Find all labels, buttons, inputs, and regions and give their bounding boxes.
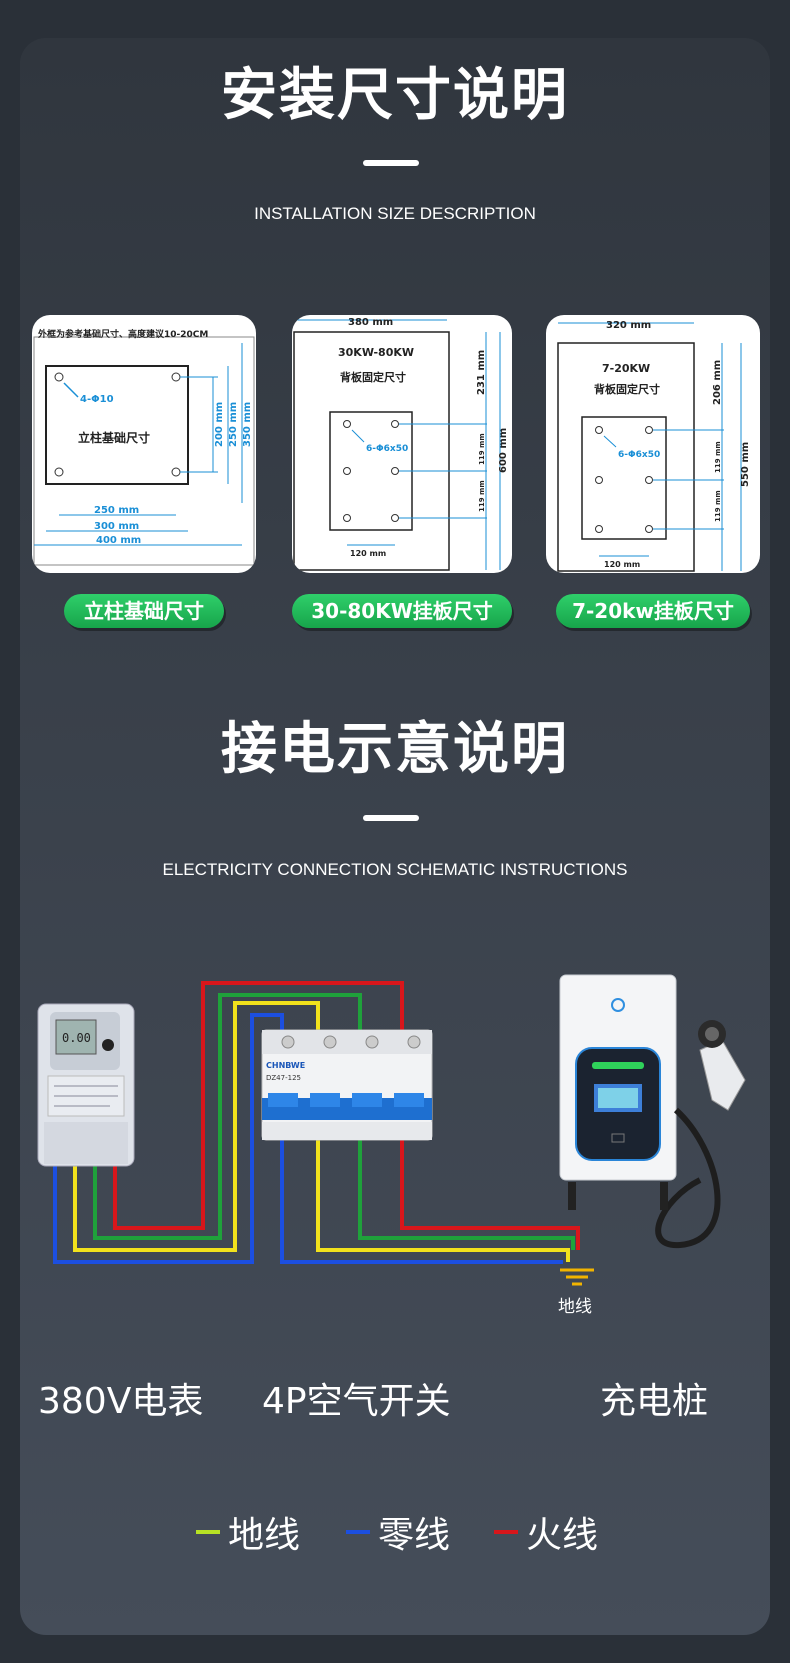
section-subtitle-wiring: ELECTRICITY CONNECTION SCHEMATIC INSTRUC… bbox=[162, 860, 628, 879]
panel1-dim-350: 350 mm bbox=[242, 402, 253, 447]
panel3-line2: 背板固定尺寸 bbox=[594, 382, 660, 396]
panel3-line1: 7-20KW bbox=[602, 362, 650, 375]
legend-live-label: 火线 bbox=[526, 1515, 599, 1556]
panel2-dim-119b: 119 mm bbox=[478, 480, 486, 512]
foundation-outline bbox=[45, 365, 189, 485]
label-charger: 充电桩 bbox=[600, 1381, 709, 1422]
panel-backplate-7-20kw: 320 mm 7-20KW 背板固定尺寸 6-Φ6x50 206 mm 119 … bbox=[546, 315, 760, 573]
caption-7-20kw: 7-20kw挂板尺寸 bbox=[556, 594, 750, 628]
caption-foundation: 立柱基础尺寸 bbox=[64, 594, 224, 628]
live-wire-red bbox=[113, 981, 580, 1250]
legend-neutral-label: 零线 bbox=[378, 1515, 451, 1556]
panel1-hole-spec: 4-Φ10 bbox=[80, 394, 114, 405]
panel3-dim-119a: 119 mm bbox=[714, 441, 722, 473]
panel3-hole-spec: 6-Φ6x50 bbox=[618, 450, 660, 460]
panel3-dim-119b: 119 mm bbox=[714, 490, 722, 522]
electric-meter-icon: 0.00 bbox=[37, 1003, 135, 1167]
ground-symbol-icon bbox=[560, 1268, 594, 1286]
panel3-dim-206: 206 mm bbox=[712, 360, 723, 405]
meter-display: 0.00 bbox=[62, 1031, 91, 1045]
panel2-dim-231: 231 mm bbox=[476, 350, 487, 395]
charging-pile-icon bbox=[559, 974, 746, 1249]
panel1-dim-400: 400 mm bbox=[96, 535, 141, 546]
title-divider bbox=[363, 160, 419, 166]
panel2-dim-600: 600 mm bbox=[498, 428, 509, 473]
air-switch-4p-icon: CHNBWE DZ47-125 bbox=[261, 1029, 433, 1141]
legend-ground-swatch bbox=[196, 1530, 220, 1534]
panel1-dim-250h: 250 mm bbox=[94, 505, 139, 516]
section-subtitle-installation: INSTALLATION SIZE DESCRIPTION bbox=[254, 204, 536, 223]
section-title-wiring: 接电示意说明 bbox=[221, 717, 569, 782]
panel1-dim-300: 300 mm bbox=[94, 521, 139, 532]
neutral-wire-blue bbox=[53, 1013, 563, 1264]
panel2-line2: 背板固定尺寸 bbox=[340, 370, 406, 384]
breaker-model: DZ47-125 bbox=[266, 1074, 301, 1082]
legend-live-swatch bbox=[494, 1530, 518, 1534]
panel2-width: 380 mm bbox=[348, 317, 393, 328]
breaker-brand: CHNBWE bbox=[266, 1061, 305, 1070]
panel2-line1: 30KW-80KW bbox=[338, 346, 414, 359]
label-breaker: 4P空气开关 bbox=[262, 1381, 451, 1422]
legend-neutral: 零线 bbox=[346, 1506, 450, 1558]
legend-live: 火线 bbox=[494, 1506, 598, 1558]
panel3-dim-120: 120 mm bbox=[604, 560, 640, 569]
panel2-dim-120: 120 mm bbox=[350, 549, 386, 558]
panel2-hole-spec: 6-Φ6x50 bbox=[366, 444, 408, 454]
wiring-diagram: 0.00 CHNBWE DZ47-125 bbox=[37, 974, 746, 1286]
panel1-note: 外框为参考基础尺寸、高度建议10-20CM bbox=[37, 328, 208, 340]
legend-ground: 地线 bbox=[196, 1506, 300, 1558]
ground-label: 地线 bbox=[558, 1297, 592, 1317]
live-wire-yellow bbox=[73, 1001, 570, 1262]
section-title-installation: 安装尺寸说明 bbox=[221, 63, 569, 128]
panel-backplate-30-80kw: 380 mm 30KW-80KW 背板固定尺寸 6-Φ6x50 231 mm 1… bbox=[292, 315, 512, 573]
label-meter: 380V电表 bbox=[38, 1381, 204, 1422]
panel3-width: 320 mm bbox=[606, 320, 651, 331]
ground-wire-green bbox=[93, 993, 575, 1250]
caption-30-80kw: 30-80KW挂板尺寸 bbox=[292, 594, 512, 628]
legend-neutral-swatch bbox=[346, 1530, 370, 1534]
legend-ground-label: 地线 bbox=[228, 1515, 301, 1556]
panel1-dim-250v: 250 mm bbox=[228, 402, 239, 447]
panel2-dim-119a: 119 mm bbox=[478, 433, 486, 465]
title-divider-2 bbox=[363, 815, 419, 821]
panel3-dim-550: 550 mm bbox=[740, 442, 751, 487]
panel1-dim-200: 200 mm bbox=[214, 402, 225, 447]
content-card bbox=[20, 38, 770, 1635]
panel1-center-label: 立柱基础尺寸 bbox=[78, 430, 150, 445]
panel-column-foundation: 外框为参考基础尺寸、高度建议10-20CM 4-Φ10 立柱基础尺寸 200 m… bbox=[32, 315, 256, 573]
